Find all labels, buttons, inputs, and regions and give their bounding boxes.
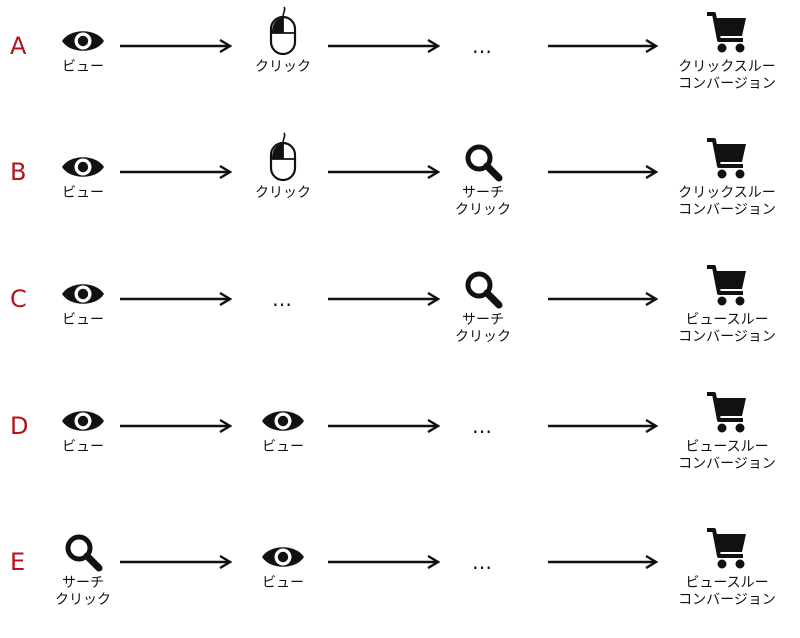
node-label: ビュー xyxy=(62,185,104,201)
node-label: ビュースルー コンバージョン xyxy=(678,439,776,472)
node-label: ビュー xyxy=(62,312,104,328)
node-label: ビュースルー コンバージョン xyxy=(678,575,776,608)
path-row-a: A ビュー クリック … クリックスルー コンバージョン xyxy=(0,6,800,122)
node-cart: ビュースルー コンバージョン xyxy=(667,265,787,346)
arrow-1 xyxy=(120,555,232,569)
path-row-e: E サーチ クリック ビュー … ビュースルー コンバージョン xyxy=(0,528,800,638)
arrow-3 xyxy=(548,555,658,569)
eye-icon xyxy=(62,411,104,431)
eye-icon xyxy=(62,157,104,177)
arrow-1 xyxy=(120,39,232,53)
node-cart: クリックスルー コンバージョン xyxy=(667,138,787,219)
arrow-2 xyxy=(328,39,440,53)
arrow-3 xyxy=(548,39,658,53)
path-row-b: B ビュー クリック サーチ クリック クリックスルー コンバージョン xyxy=(0,132,800,248)
node-label: クリックスルー コンバージョン xyxy=(678,185,776,218)
arrow-2 xyxy=(328,555,440,569)
node-label: クリック xyxy=(255,59,311,75)
eye-icon xyxy=(262,411,304,431)
ellipsis: … xyxy=(472,34,494,58)
path-row-d: D ビュー ビュー … ビュースルー コンバージョン xyxy=(0,392,800,502)
node-label: ビュー xyxy=(262,575,304,591)
node-eye: ビュー xyxy=(23,138,143,202)
node-label: サーチ クリック xyxy=(55,575,111,608)
row-letter: A xyxy=(10,32,27,60)
path-row-c: C ビュー … サーチ クリック ビュースルー コンバージョン xyxy=(0,265,800,375)
row-letter: D xyxy=(10,412,29,440)
node-label: サーチ クリック xyxy=(455,312,511,345)
arrow-2 xyxy=(328,419,440,433)
node-label: ビュー xyxy=(262,439,304,455)
node-mouse: クリック xyxy=(223,6,343,76)
shopping-cart-icon xyxy=(707,265,746,306)
node-eye: ビュー xyxy=(23,265,143,329)
shopping-cart-icon xyxy=(707,392,746,433)
mouse-icon xyxy=(269,6,297,56)
mouse-icon xyxy=(269,132,297,182)
ellipsis: … xyxy=(272,287,294,311)
node-label: ビュー xyxy=(62,439,104,455)
node-label: サーチ クリック xyxy=(455,185,511,218)
row-letter: B xyxy=(10,158,27,186)
node-search: サーチ クリック xyxy=(23,528,143,609)
arrow-2 xyxy=(328,292,440,306)
arrow-3 xyxy=(548,292,658,306)
shopping-cart-icon xyxy=(707,138,746,179)
node-cart: クリックスルー コンバージョン xyxy=(667,12,787,93)
eye-icon xyxy=(62,284,104,304)
node-cart: ビュースルー コンバージョン xyxy=(667,392,787,473)
node-eye: ビュー xyxy=(223,528,343,592)
arrow-1 xyxy=(120,165,232,179)
node-label: クリック xyxy=(255,185,311,201)
node-search: サーチ クリック xyxy=(423,138,543,219)
search-icon xyxy=(465,271,503,309)
arrow-2 xyxy=(328,165,440,179)
arrow-3 xyxy=(548,165,658,179)
shopping-cart-icon xyxy=(707,528,746,569)
ellipsis: … xyxy=(472,550,494,574)
eye-icon xyxy=(262,547,304,567)
node-eye: ビュー xyxy=(223,392,343,456)
node-cart: ビュースルー コンバージョン xyxy=(667,528,787,609)
arrow-1 xyxy=(120,292,232,306)
search-icon xyxy=(465,144,503,182)
node-label: ビュースルー コンバージョン xyxy=(678,312,776,345)
search-icon xyxy=(65,534,103,572)
node-label: ビュー xyxy=(62,59,104,75)
arrow-3 xyxy=(548,419,658,433)
shopping-cart-icon xyxy=(707,12,746,53)
row-letter: E xyxy=(10,548,26,576)
ellipsis: … xyxy=(472,414,494,438)
node-label: クリックスルー コンバージョン xyxy=(678,59,776,92)
node-eye: ビュー xyxy=(23,12,143,76)
node-eye: ビュー xyxy=(23,392,143,456)
eye-icon xyxy=(62,31,104,51)
node-search: サーチ クリック xyxy=(423,265,543,346)
arrow-1 xyxy=(120,419,232,433)
row-letter: C xyxy=(10,285,27,313)
node-mouse: クリック xyxy=(223,132,343,202)
